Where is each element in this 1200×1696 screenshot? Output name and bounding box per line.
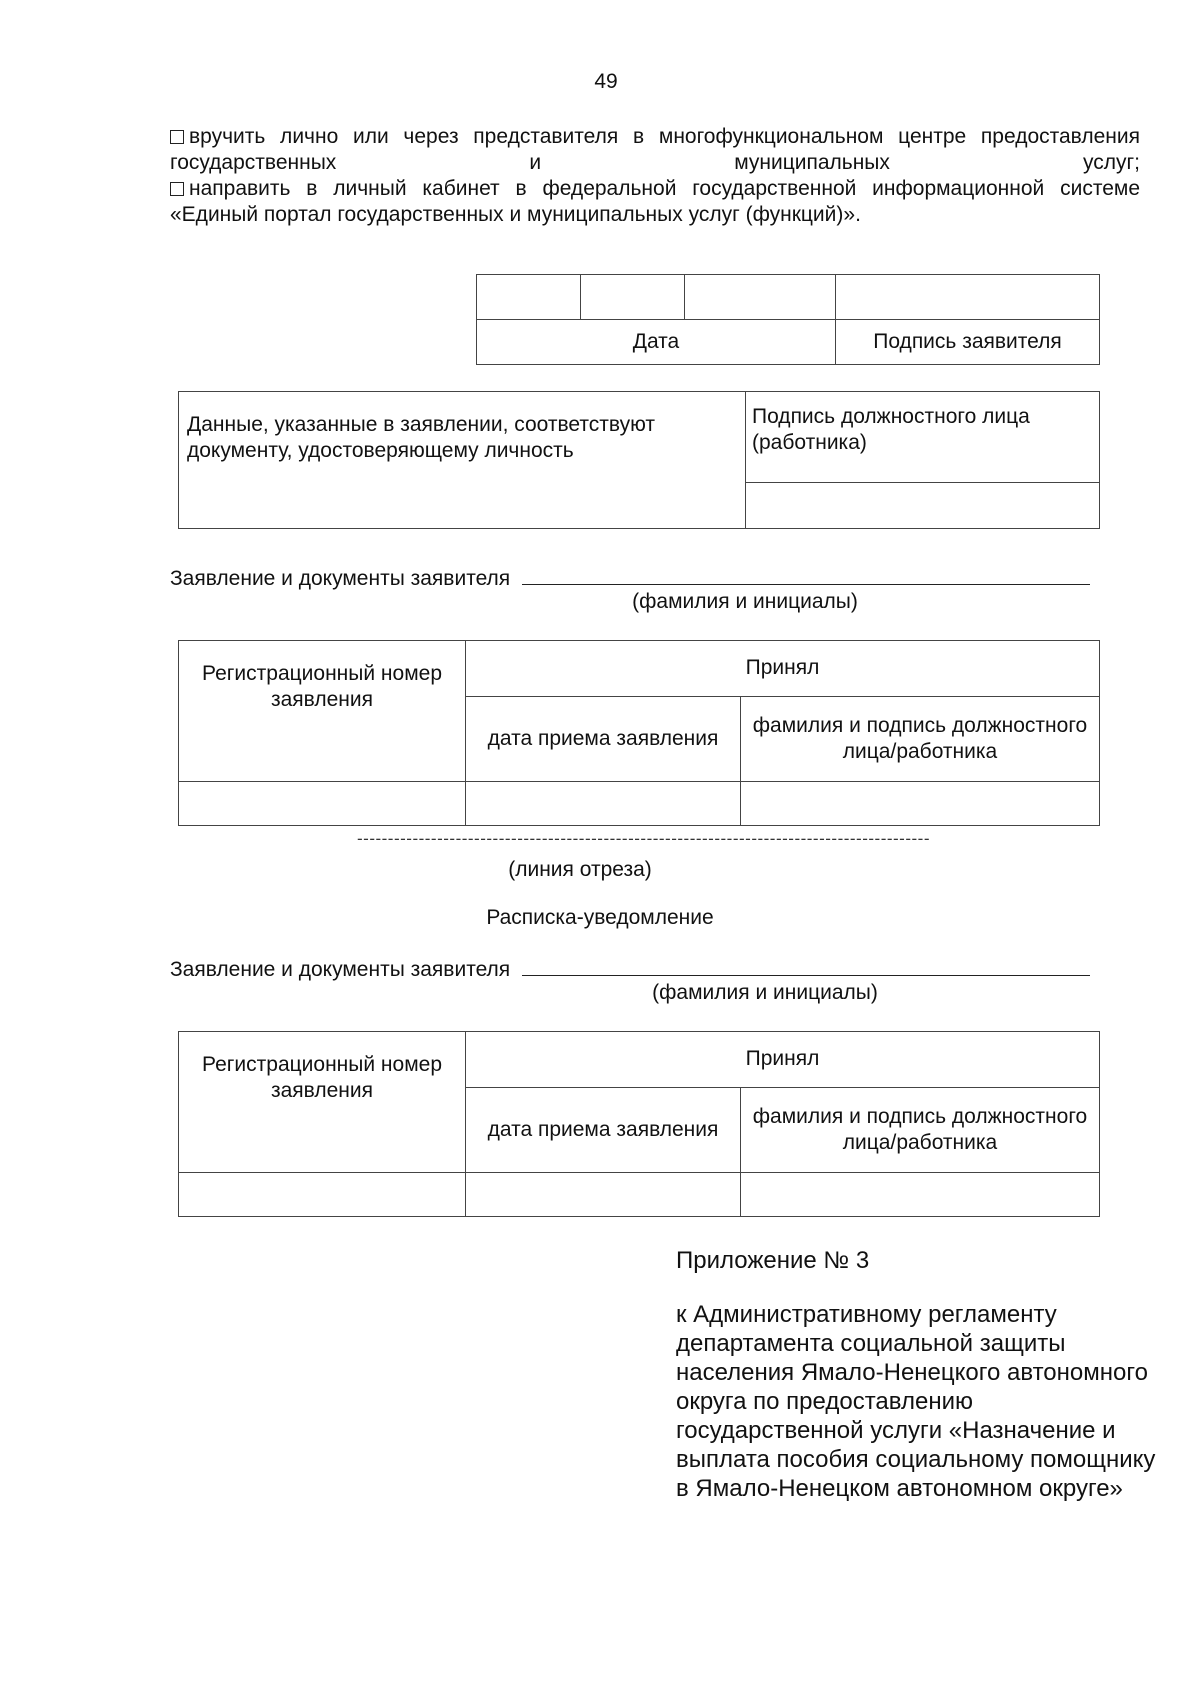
option-portal-text: направить в личный кабинет в федеральной… (170, 177, 1140, 226)
name-caption: (фамилия и инициалы) (652, 981, 878, 1004)
name-caption: (фамилия и инициалы) (632, 590, 858, 613)
appendix-text: к Административному регламенту департаме… (676, 1301, 1156, 1502)
option-mfc: вручить лично или через представителя в … (170, 124, 1140, 176)
registration-table-1: Регистрационный номер заявления Принял д… (178, 640, 1100, 826)
signature-cell[interactable] (835, 274, 1100, 320)
signature-label: Подпись заявителя (835, 319, 1100, 365)
official-name-sign-label: фамилия и подпись должностного лица/рабо… (740, 1086, 1100, 1174)
verification-table: Данные, указанные в заявлении, соответст… (178, 391, 1100, 530)
date-cell-month[interactable] (580, 274, 685, 320)
accept-date-label: дата приема заявления (465, 695, 741, 783)
registration-table-2: Регистрационный номер заявления Принял д… (178, 1031, 1100, 1217)
reg-number-cell[interactable] (178, 1172, 466, 1217)
official-signature-cell[interactable] (745, 481, 1100, 530)
applicant-name-field[interactable] (522, 564, 1091, 585)
applicant-label: Заявление и документы заявителя (170, 567, 511, 590)
accept-date-label: дата приема заявления (465, 1086, 741, 1174)
applicant-name-field[interactable] (522, 955, 1091, 976)
reg-number-label: Регистрационный номер заявления (178, 640, 466, 782)
accept-date-cell[interactable] (465, 1172, 741, 1217)
date-cell-day[interactable] (476, 274, 581, 320)
delivery-options: вручить лично или через представителя в … (170, 124, 1140, 228)
cut-line: ----------------------------------------… (357, 829, 930, 848)
appendix-title: Приложение № 3 (676, 1247, 870, 1274)
date-label: Дата (476, 319, 836, 365)
applicant-label: Заявление и документы заявителя (170, 958, 511, 981)
applicant-line-1: Заявление и документы заявителя (170, 564, 1091, 591)
page-number: 49 (594, 70, 618, 93)
reg-number-cell[interactable] (178, 781, 466, 826)
accepted-label: Принял (465, 1031, 1100, 1088)
cut-line-label: (линия отреза) (508, 858, 652, 881)
official-signature-label: Подпись должностного лица (работника) (745, 391, 1100, 483)
date-signature-table: Дата Подпись заявителя (476, 274, 1100, 365)
accept-date-cell[interactable] (465, 781, 741, 826)
official-name-sign-cell[interactable] (740, 1172, 1100, 1217)
date-cell-year[interactable] (684, 274, 836, 320)
reg-number-label: Регистрационный номер заявления (178, 1031, 466, 1173)
official-name-sign-cell[interactable] (740, 781, 1100, 826)
checkbox-icon[interactable] (170, 130, 184, 144)
receipt-title: Расписка-уведомление (486, 906, 714, 929)
option-portal: направить в личный кабинет в федеральной… (170, 176, 1140, 228)
checkbox-icon[interactable] (170, 182, 184, 196)
official-name-sign-label: фамилия и подпись должностного лица/рабо… (740, 695, 1100, 783)
accepted-label: Принял (465, 640, 1100, 697)
applicant-line-2: Заявление и документы заявителя (170, 955, 1091, 982)
option-mfc-text: вручить лично или через представителя в … (170, 125, 1140, 174)
verification-statement: Данные, указанные в заявлении, соответст… (178, 391, 746, 529)
